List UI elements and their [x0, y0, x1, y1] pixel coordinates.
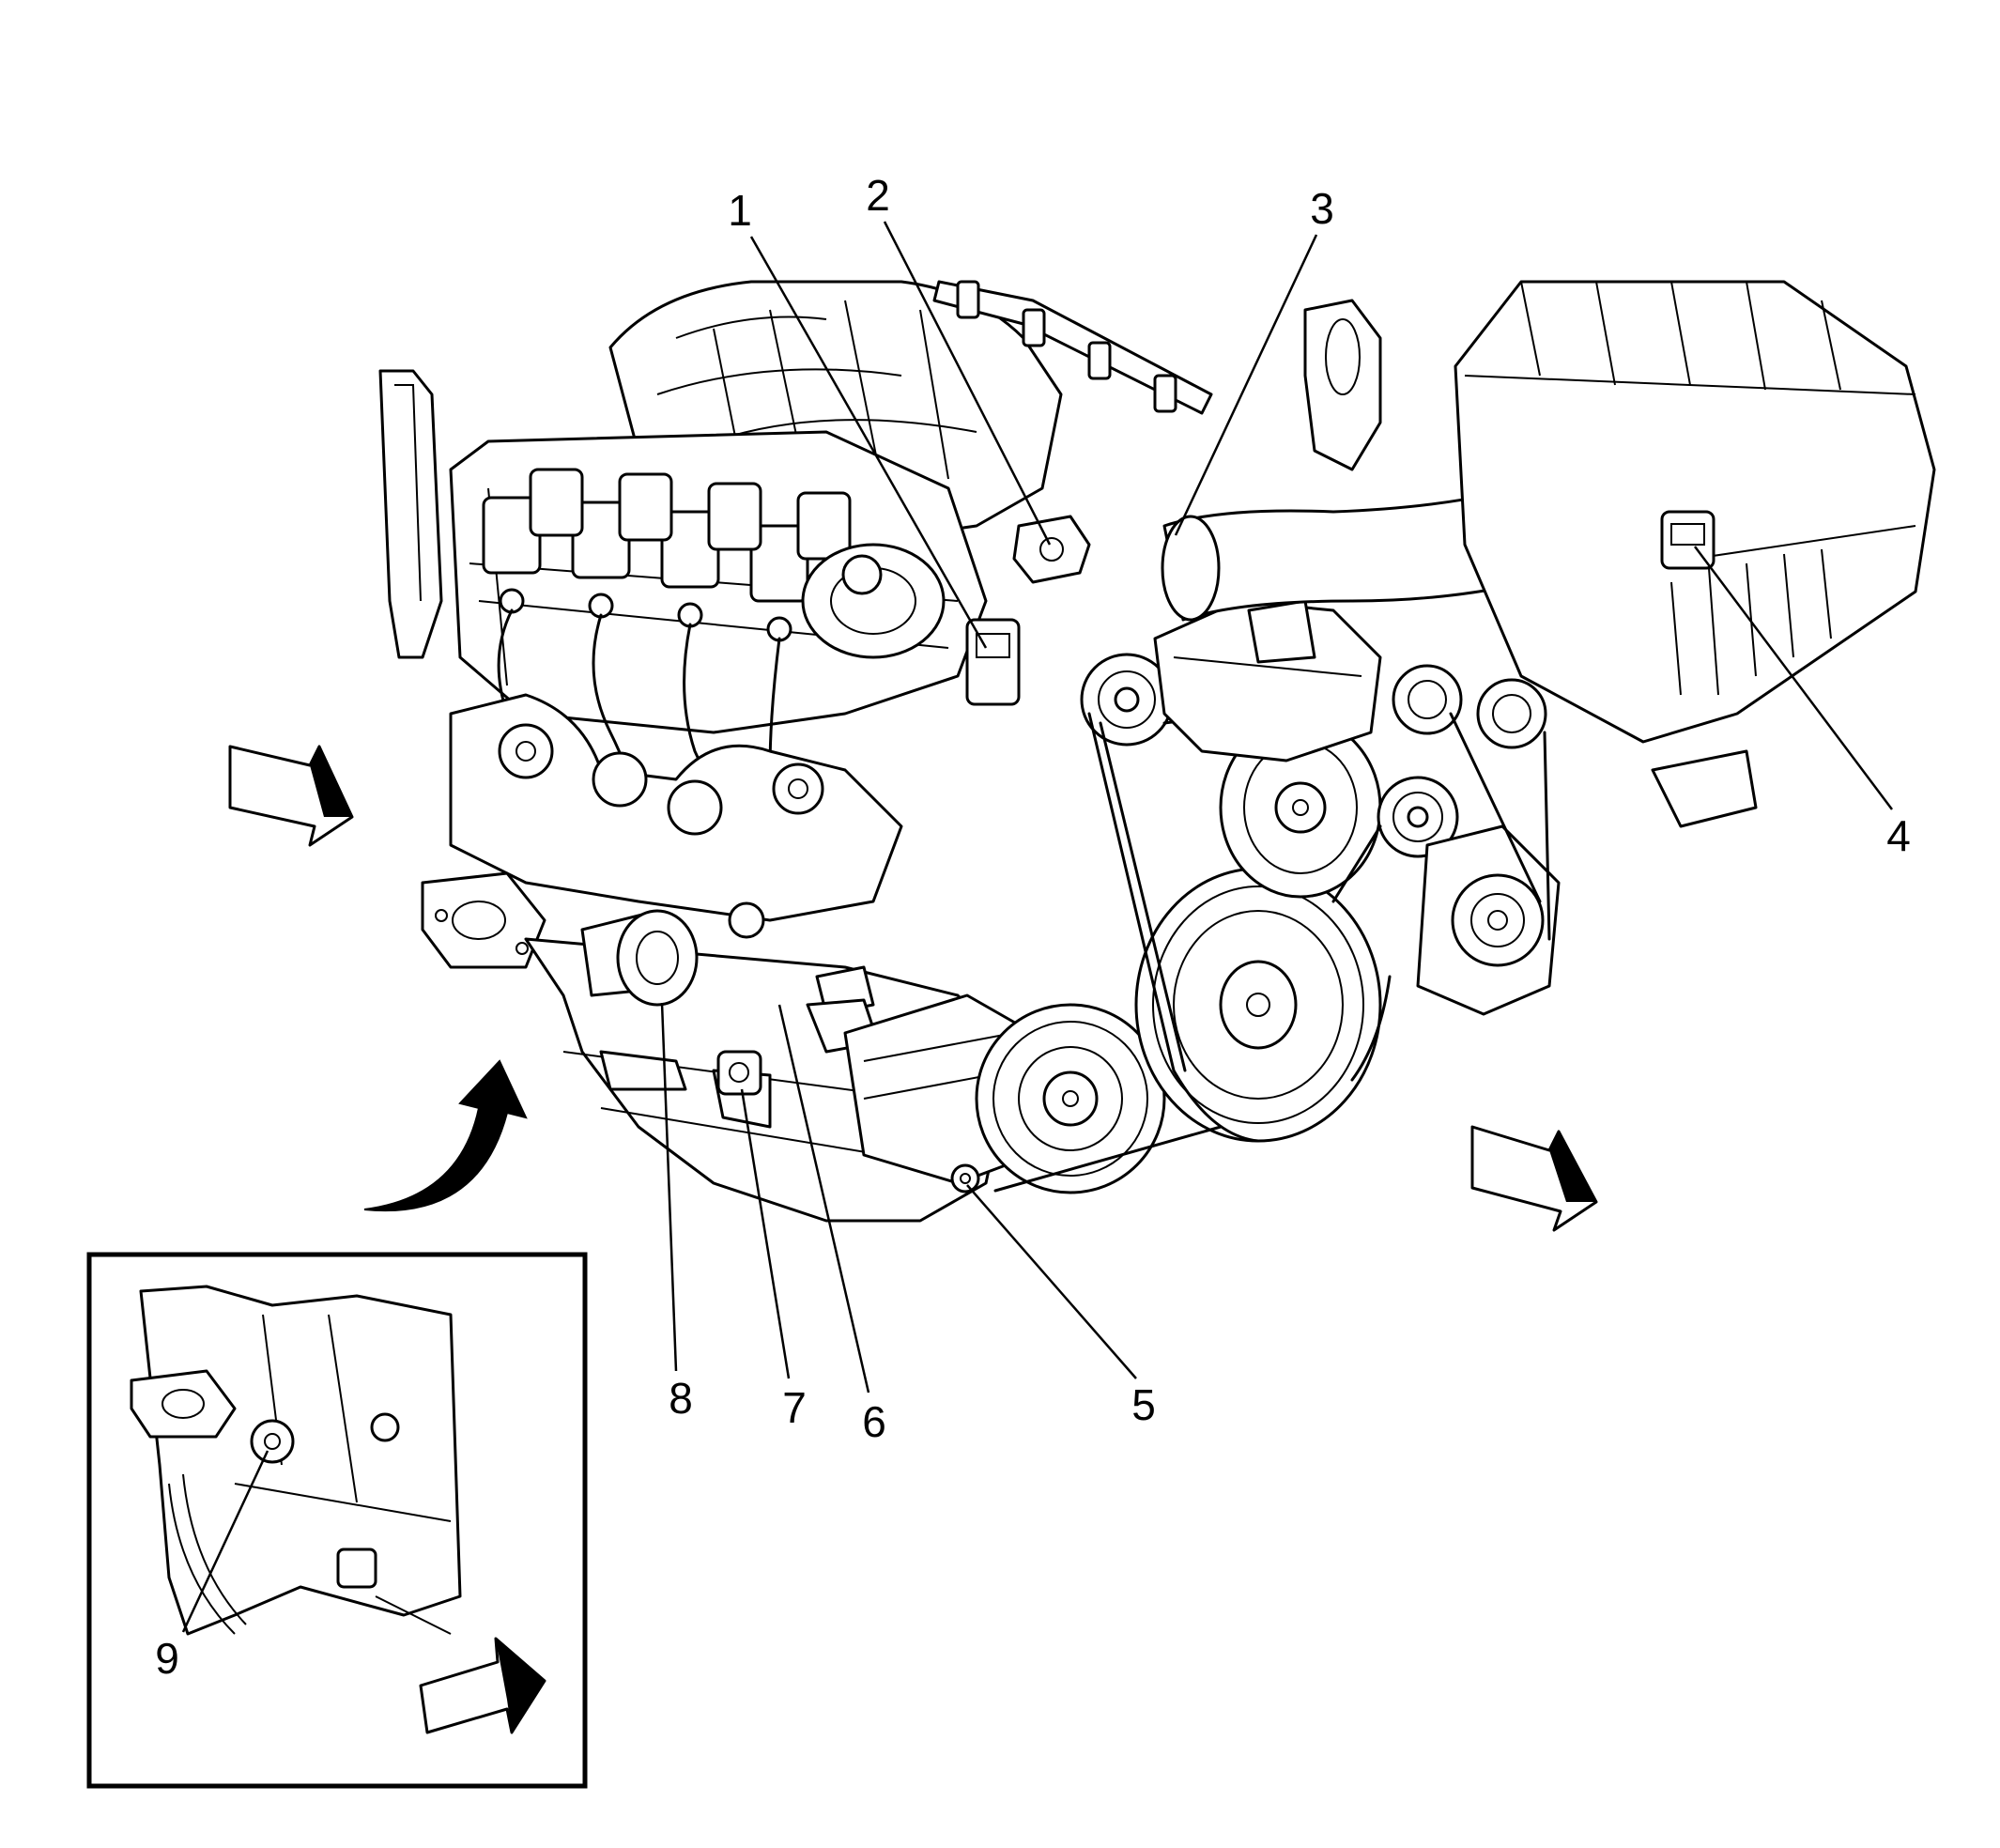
oil-pressure-sensor	[716, 1050, 762, 1096]
leader-2	[883, 221, 1052, 546]
leader-6	[777, 1004, 870, 1394]
leader-7	[740, 1088, 791, 1379]
lift-bracket	[378, 369, 443, 659]
leader-4	[1694, 546, 1893, 810]
callout-7: 7	[782, 1383, 807, 1432]
leader-lines	[181, 221, 1893, 1633]
detail-inset	[86, 1252, 588, 1789]
view-direction-arrow-left	[228, 745, 354, 847]
callout-6: 6	[862, 1397, 886, 1446]
callout-8: 8	[669, 1374, 693, 1423]
callout-5: 5	[1131, 1380, 1156, 1429]
inset-engine-detail	[130, 1285, 462, 1636]
throttle-body	[801, 543, 946, 659]
starter-motor	[580, 901, 765, 1007]
ac-compressor	[843, 993, 1166, 1194]
leader-9	[181, 1450, 269, 1633]
callout-4: 4	[1886, 811, 1911, 860]
engine-illustration	[378, 280, 1936, 1223]
fuel-rail-rear	[932, 280, 1213, 415]
mount-bolt	[950, 1163, 980, 1194]
upper-bracket	[1303, 299, 1382, 471]
callout-2: 2	[866, 171, 890, 220]
inset-view-arrow	[419, 1637, 546, 1734]
top-sensor	[1012, 515, 1091, 584]
callout-3: 3	[1310, 184, 1334, 233]
idler-pulleys	[1080, 653, 1547, 858]
callout-labels: 1 2 3 4 5 6 7 8 9	[155, 171, 1911, 1683]
coolant-reservoir	[1153, 599, 1382, 762]
leader-8	[660, 1002, 678, 1372]
view-direction-arrow-right	[1470, 1125, 1598, 1232]
alternator	[1416, 824, 1561, 1016]
exhaust-manifold	[449, 693, 903, 922]
water-pump-pulley	[1219, 716, 1382, 899]
serpentine-belt	[993, 712, 1551, 1193]
callout-1: 1	[728, 186, 752, 235]
leader-3	[1174, 234, 1318, 536]
exhaust-flange	[421, 871, 546, 969]
ignition-coils	[482, 468, 852, 642]
curved-arrow	[363, 1059, 528, 1212]
crankshaft-pulley	[1134, 867, 1382, 1143]
leader-1	[749, 236, 988, 649]
callout-9: 9	[155, 1634, 179, 1683]
intake-air-sensor	[965, 618, 1021, 706]
leader-5	[966, 1184, 1137, 1379]
